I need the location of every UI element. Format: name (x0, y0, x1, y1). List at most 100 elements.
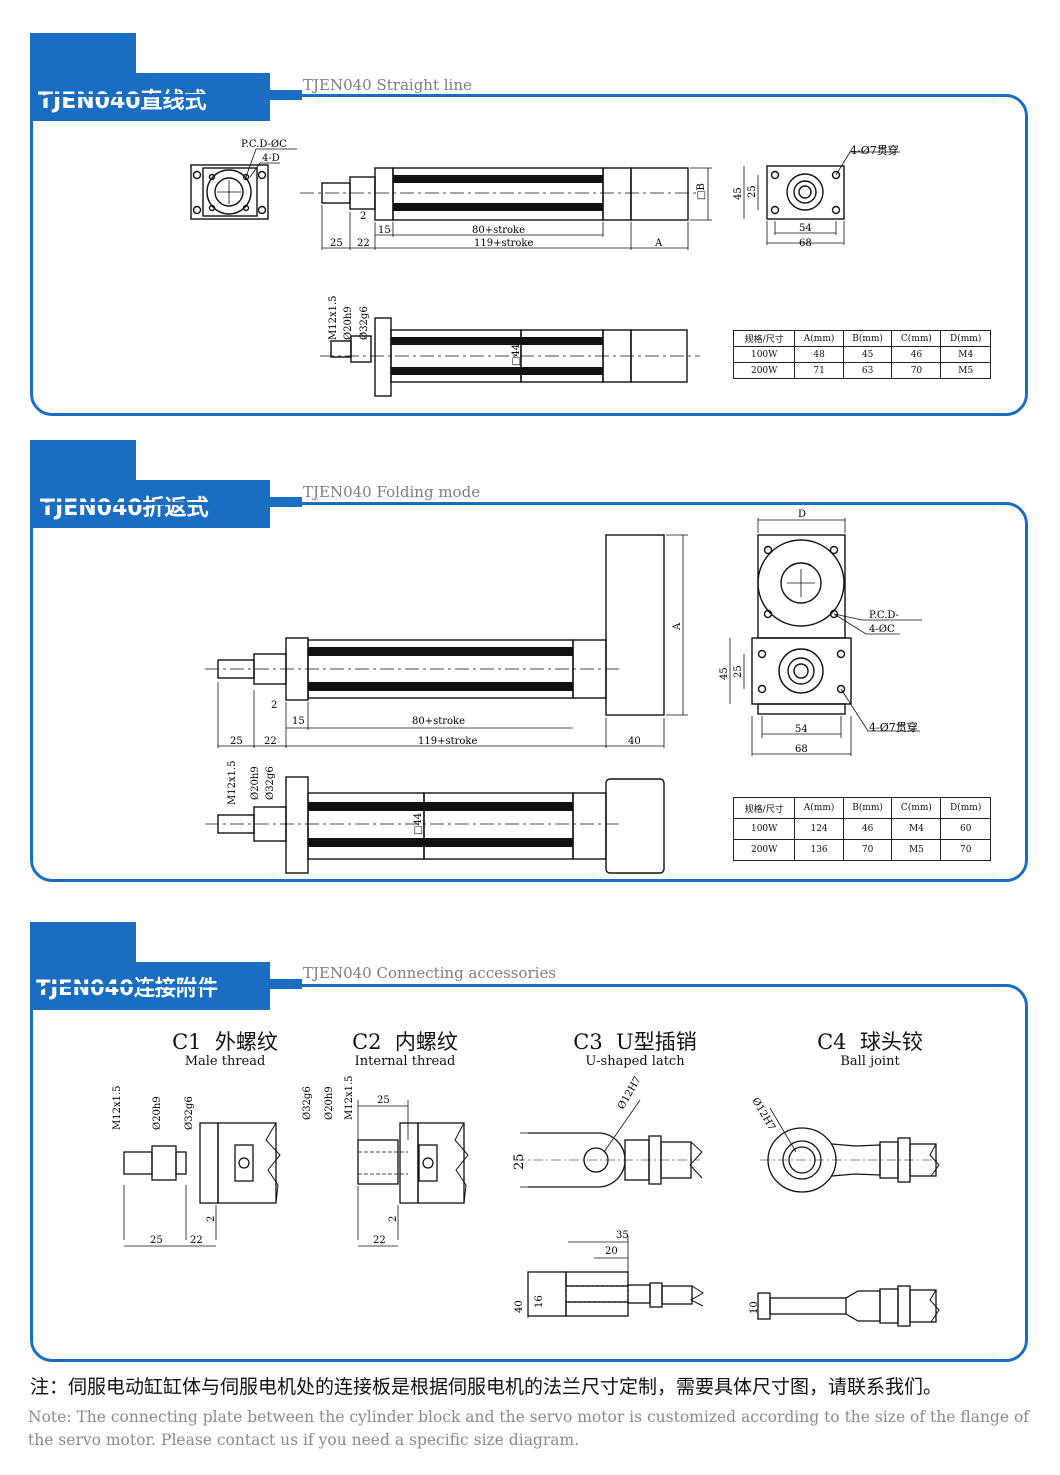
table-row: 200W 71 63 70 M5 (732, 362, 991, 379)
dim-45: 45 (719, 667, 730, 680)
section-tab-block (30, 922, 136, 962)
table-cell: 70 (891, 362, 942, 379)
slot-top-2 (391, 337, 603, 345)
section-title: TJEN040直线式 (38, 89, 207, 114)
table-row: 200W 136 70 M5 70 (732, 839, 991, 861)
c3-d12h7: Ø12H7 (616, 1075, 644, 1112)
motor-end-view (743, 151, 900, 245)
dim-119-stroke: 119+stroke (474, 238, 533, 249)
straight-drawing: P.C.D-ØC 4-D 2 15 80+stroke 25 22 (190, 139, 900, 397)
table-cell: M5 (891, 839, 942, 861)
dim-22: 22 (357, 238, 370, 249)
c3-dim-20: 20 (605, 1246, 618, 1257)
c1-d20: Ø20h9 (152, 1096, 163, 1130)
accessory-c2-title: C2 内螺纹 Internal thread (352, 1030, 458, 1069)
dim-15: 15 (292, 716, 305, 727)
dim-40: 40 (628, 736, 641, 747)
c3-drawing (515, 1099, 704, 1318)
c4-d12h7: Ø12H7 (749, 1096, 777, 1133)
slot-bottom-2 (391, 367, 603, 375)
section-frame (30, 984, 1028, 1362)
dim-22: 22 (264, 736, 277, 747)
dim-square-b: □B (696, 183, 707, 200)
folding-dimension-lines (217, 534, 688, 748)
c1-d32: Ø32g6 (184, 1096, 195, 1130)
section-title: TJEN040连接附件 (36, 976, 218, 1000)
dim-45: 45 (733, 187, 744, 200)
slot-bottom (393, 203, 603, 211)
dim-68: 68 (795, 744, 808, 755)
section-tab-block (30, 440, 136, 480)
section-tab-block (30, 33, 136, 73)
spec-table: 规格/尺寸 A(mm) B(mm) C(mm) D(mm) 100W 48 45… (732, 330, 991, 379)
label-4d: 4-D (262, 153, 280, 164)
table-cell: 71 (794, 362, 844, 379)
dim-a: A (654, 238, 663, 249)
section-tab-bar (30, 73, 270, 121)
dim-25: 25 (330, 238, 343, 249)
c1-dim-2: 2 (206, 1216, 217, 1222)
section-straight: TJEN040直线式 TJEN040 Straight line P.C.D-Ø… (0, 0, 1060, 420)
label-d32g6: Ø32g6 (265, 766, 276, 800)
dim-2: 2 (271, 700, 277, 711)
dim-25-end: 25 (733, 665, 744, 678)
dim-80-stroke: 80+stroke (412, 716, 465, 727)
label-d20h9: Ø20h9 (343, 306, 354, 340)
c2-dim-25: 25 (377, 1095, 390, 1106)
label-pcd: P.C.D- (869, 610, 899, 621)
c3-dim-40: 40 (514, 1300, 525, 1313)
flange-front-view (190, 148, 297, 220)
section-title: TJEN040折返式 (40, 496, 209, 521)
c2-thread: M12x1.5 (344, 1075, 355, 1120)
folding-top-view (205, 776, 665, 874)
slot-top-4 (308, 802, 573, 811)
accessory-c1-title: C1 外螺纹 Male thread (172, 1030, 278, 1069)
c2-dim-2: 2 (388, 1216, 399, 1222)
table-header: A(mm) (794, 797, 844, 819)
label-4c: 4-ØC (869, 624, 895, 635)
table-cell: 200W (732, 362, 796, 379)
c3-dim-25: 25 (512, 1153, 527, 1170)
dim-25: 25 (230, 736, 243, 747)
c2-d20: Ø20h9 (324, 1086, 335, 1120)
label-m12-thread: M12x1.5 (227, 760, 238, 805)
table-cell: 136 (794, 839, 844, 861)
table-row: 100W 48 45 46 M4 (732, 346, 991, 363)
label-through-holes: 4-Ø7贯穿 (850, 143, 899, 157)
section-frame (30, 502, 1028, 882)
c2-d32: Ø32g6 (302, 1086, 313, 1120)
section-folding: TJEN040折返式 TJEN040 Folding mode 2 15 80+… (30, 440, 1028, 882)
slot-bottom-4 (308, 838, 573, 847)
c3-dim-35: 35 (616, 1230, 629, 1241)
table-row: 100W 124 46 M4 60 (732, 818, 991, 840)
dim-d: D (798, 509, 806, 520)
cylinder-top-view (320, 317, 700, 397)
folding-side-view (205, 534, 665, 716)
c1-dim-22: 22 (190, 1235, 203, 1246)
label-square-44: □44 (511, 344, 522, 366)
section-frame (30, 94, 1028, 416)
c1-drawing (123, 1122, 281, 1247)
dim-80-stroke: 80+stroke (472, 225, 525, 236)
label-pcd: P.C.D-ØC (241, 139, 287, 150)
dim-2: 2 (360, 211, 366, 222)
c4-drawing (757, 1107, 940, 1327)
label-square-44: □44 (413, 813, 424, 835)
dim-54: 54 (795, 724, 808, 735)
slot-top (393, 175, 603, 183)
label-d20h9: Ø20h9 (250, 766, 261, 800)
label-through-holes: 4-Ø7贯穿 (869, 720, 918, 734)
dim-119-stroke: 119+stroke (418, 736, 477, 747)
label-m12-thread: M12x1.5 (328, 295, 339, 340)
accessories-drawing: M12x1.5 Ø20h9 Ø32g6 25 22 2 Ø32g6 Ø20h9 … (112, 1075, 940, 1327)
section-subtitle: TJEN040 Straight line (303, 76, 472, 94)
accessory-c4-title: C4 球头铰 Ball joint (817, 1030, 923, 1069)
table-cell: 63 (842, 362, 893, 379)
c1-dim-25: 25 (150, 1235, 163, 1246)
dim-54: 54 (799, 223, 812, 234)
c1-thread: M12x1.5 (112, 1085, 123, 1130)
dimension-lines (321, 167, 712, 250)
c4-dim-10: 10 (749, 1301, 760, 1314)
spec-table: 规格/尺寸 A(mm) B(mm) C(mm) D(mm) 100W 124 4… (732, 797, 991, 861)
cylinder-side-view (300, 167, 700, 221)
